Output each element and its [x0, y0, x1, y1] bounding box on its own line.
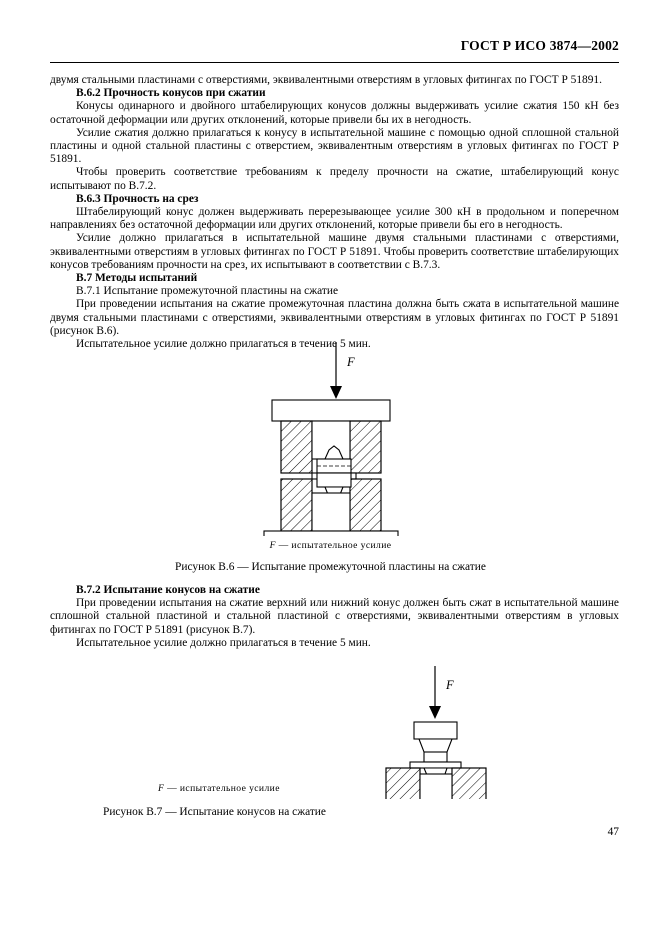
figure-b7-caption: Рисунок B.7 — Испытание конусов на сжати… [103, 806, 326, 818]
heading-b-7: B.7 Методы испытаний [76, 272, 198, 285]
paragraph-b-7-1-2: Испытательное усилие должно прилагаться … [76, 338, 371, 351]
header-rule [50, 62, 619, 63]
figure-b7-legend-text: — испытательное усилие [167, 783, 280, 794]
page-number: 47 [607, 826, 619, 838]
paragraph-b-6-3-1: Штабелирующий конус должен выдерживать п… [50, 206, 619, 232]
body-text-upper: двумя стальными пластинами с отверстиями… [50, 74, 619, 351]
figure-b7-force-label: F [445, 678, 454, 692]
figure-b7-drawing: F [385, 666, 487, 799]
paragraph-b-6-2-3: Чтобы проверить соответствие требованиям… [50, 166, 619, 192]
figure-b6-caption-wrap: Рисунок B.6 — Испытание промежуточной пл… [0, 561, 661, 573]
paragraph-b-6-2-1: Конусы одинарного и двойного штабелирующ… [50, 100, 619, 126]
figure-b6: F [0, 336, 661, 536]
paragraph-b-7-2-2: Испытательное усилие должно прилагаться … [76, 636, 371, 649]
figure-b6-legend-text: — испытательное усилие [278, 540, 392, 551]
figure-b6-legend-symbol: F [269, 540, 276, 551]
paragraph-continuation: двумя стальными пластинами с отверстиями… [50, 74, 602, 86]
figure-b6-drawing: F [263, 342, 399, 536]
figure-b6-caption: Рисунок B.6 — Испытание промежуточной пл… [175, 561, 486, 573]
figure-b7-legend: F — испытательное усилие [0, 783, 661, 794]
heading-b-7-1: B.7.1 Испытание промежуточной пластины н… [76, 285, 338, 298]
paragraph-b-7-1-1: При проведении испытания на сжатие проме… [50, 298, 619, 337]
figure-b6-force-label: F [346, 355, 355, 369]
heading-b-7-2: B.7.2 Испытание конусов на сжатие [76, 584, 260, 596]
figure-b7-legend-symbol: F [158, 783, 165, 794]
paragraph-b-7-2-1: При проведении испытания на сжатие верхн… [50, 597, 619, 636]
paragraph-b-6-2-2: Усилие сжатия должно прилагаться к конус… [50, 126, 619, 166]
figure-b7-caption-wrap: Рисунок B.7 — Испытание конусов на сжати… [0, 806, 661, 818]
figure-b6-legend: F — испытательное усилие [0, 540, 661, 551]
body-text-lower: B.7.2 Испытание конусов на сжатие При пр… [50, 584, 619, 650]
heading-b-6-3: B.6.3 Прочность на срез [76, 192, 199, 205]
figure-b7: F [0, 664, 661, 799]
page-header: ГОСТ Р ИСО 3874—2002 [460, 38, 619, 53]
heading-b-6-2: B.6.2 Прочность конусов при сжатии [76, 87, 266, 100]
paragraph-b-6-3-2: Усилие должно прилагаться в испытательно… [50, 232, 619, 271]
